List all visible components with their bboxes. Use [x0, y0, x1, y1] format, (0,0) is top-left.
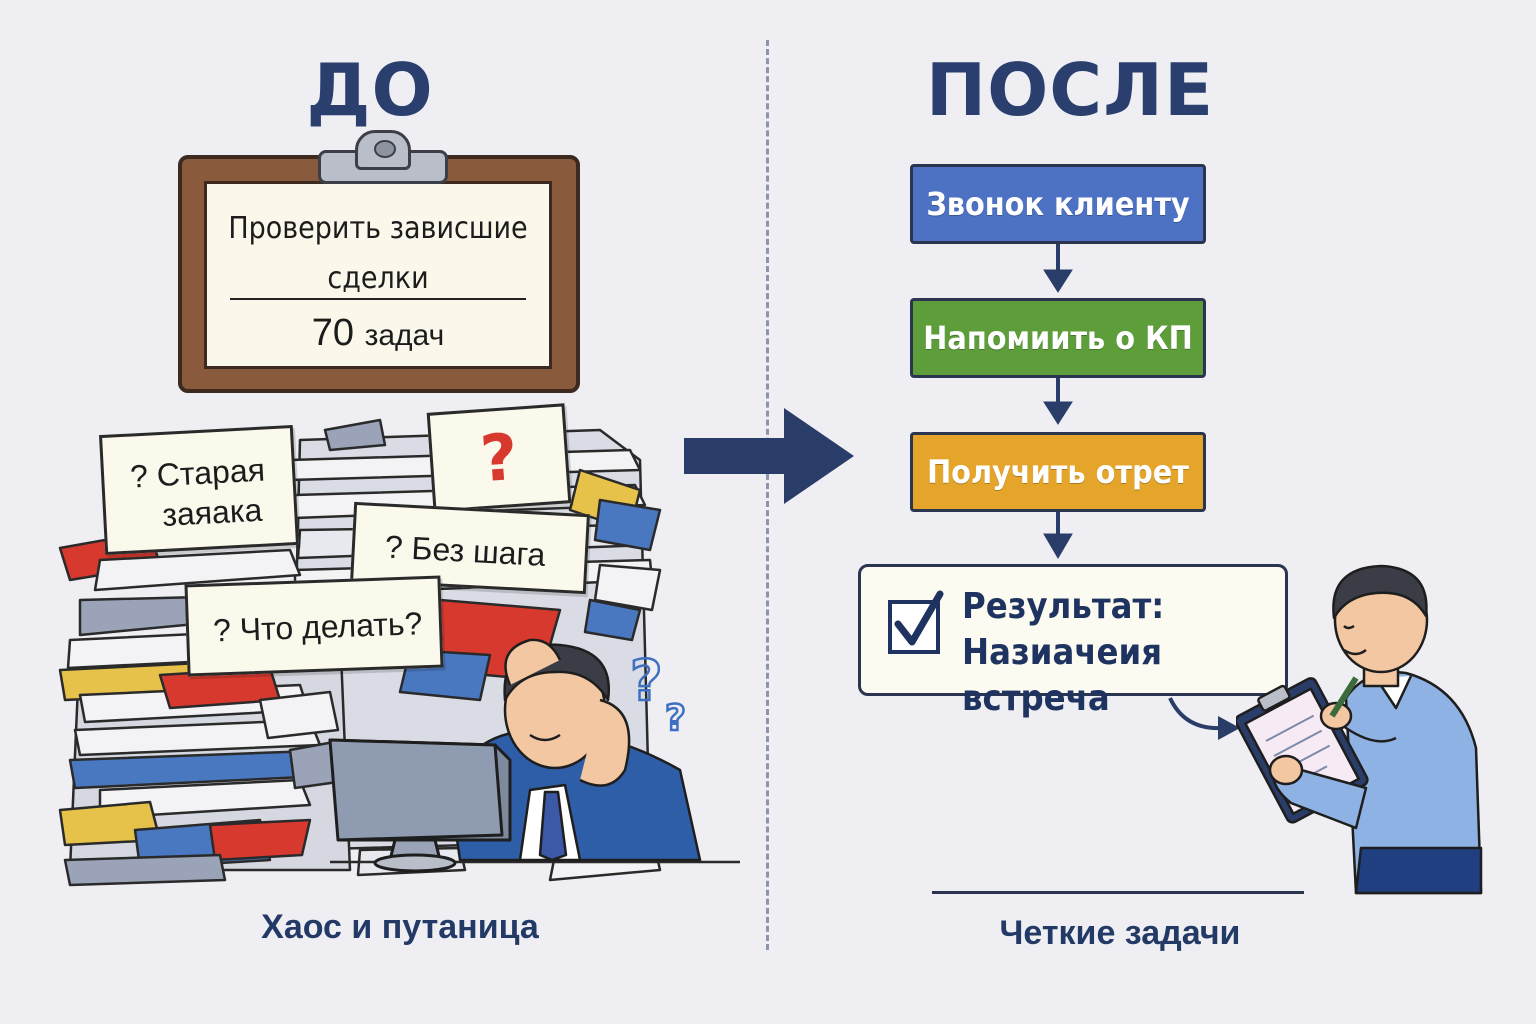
flow-arrows	[1043, 244, 1073, 559]
svg-text:?: ?	[630, 649, 662, 714]
sticky-note-line: ? Без шага	[384, 528, 547, 573]
ground-line	[932, 891, 1304, 894]
before-heading: ДО	[306, 48, 434, 132]
svg-text:?: ?	[665, 698, 686, 739]
transition-arrow-icon	[684, 408, 854, 504]
flow-step-call-client: Звонок клиенту	[910, 164, 1206, 244]
after-heading: ПОСЛЕ	[925, 48, 1215, 132]
checkbox-checked-icon	[888, 590, 944, 654]
clipboard-task-count: 70 задач	[210, 312, 546, 355]
sticky-note-line: заяака	[161, 491, 264, 533]
red-question-mark: ?	[477, 420, 521, 498]
result-to-person-arrow	[1168, 697, 1240, 740]
sticky-note-line: ? Что делать?	[212, 605, 423, 649]
flow-step-remind-offer: Напомиить о КП	[910, 298, 1206, 378]
clipboard-task-line2: сделки	[327, 261, 429, 296]
after-caption: Четкие задачи	[999, 914, 1241, 952]
clipboard-clip-ring	[355, 130, 411, 170]
sticky-note-what-to-do: ? Что делать?	[184, 575, 444, 677]
result-value: Назиачеия встреча	[962, 632, 1163, 719]
clipboard-task: Проверить зависшие сделки	[210, 204, 546, 304]
before-caption: Хаос и путаница	[261, 908, 539, 946]
sticky-note-old-request: ? Старая заяака	[98, 425, 300, 555]
clipboard-clip-hole	[374, 140, 396, 158]
person-with-clipboard-illustration	[1236, 564, 1483, 895]
flow-step-get-reply: Получить отрет	[910, 432, 1206, 512]
sticky-note-question: ?	[426, 403, 572, 513]
section-divider	[766, 40, 769, 950]
task-count-number: 70	[311, 312, 355, 354]
result-label: Результат:	[962, 586, 1165, 627]
result-text: Результат: Назиачеия встреча	[962, 584, 1282, 722]
clipboard-task-line1: Проверить зависшие	[228, 211, 528, 246]
clipboard-rule	[230, 298, 526, 300]
task-count-unit: задач	[364, 319, 445, 352]
